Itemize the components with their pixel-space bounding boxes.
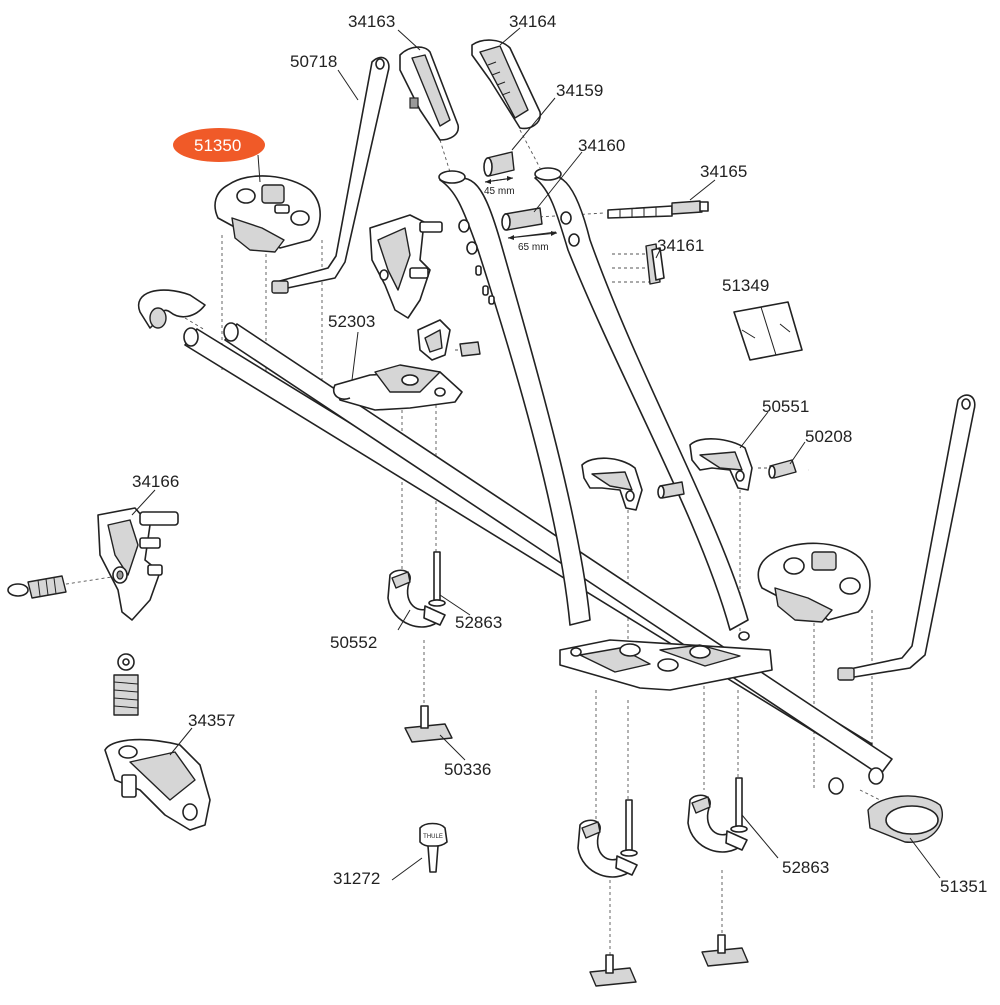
handle-34163	[399, 46, 460, 141]
sleeve-34159	[483, 151, 515, 183]
pin-left	[657, 481, 685, 499]
bolt-52863-top	[428, 551, 446, 607]
label-34159[interactable]: 34159	[556, 81, 603, 100]
bolt-52863-bottom-right	[730, 777, 748, 833]
label-50208[interactable]: 50208	[805, 427, 852, 446]
u-bracket-50552	[387, 569, 446, 628]
t-bolt-bottom-right	[701, 934, 749, 967]
label-34164[interactable]: 34164	[509, 12, 556, 31]
label-34163[interactable]: 34163	[348, 12, 395, 31]
label-52863-bottom[interactable]: 52863	[782, 858, 829, 877]
key-brand-text: THULE	[423, 834, 443, 840]
lock-cylinder-34166	[7, 575, 67, 599]
cradle-50551	[689, 438, 753, 491]
label-50336[interactable]: 50336	[444, 760, 491, 779]
label-51349[interactable]: 51349	[722, 276, 769, 295]
dimension-65mm: 65 mm	[518, 242, 549, 253]
handle-34164	[471, 39, 541, 130]
label-52863-top[interactable]: 52863	[455, 613, 502, 632]
t-bolt-50336	[404, 705, 453, 743]
t-bolt-bottom-left	[589, 954, 637, 987]
dimension-45mm: 45 mm	[484, 186, 515, 197]
label-51351[interactable]: 51351	[940, 877, 987, 896]
clip-34161	[645, 243, 665, 285]
leader-lines	[131, 27, 941, 881]
clamp-body-top	[369, 214, 443, 319]
bolt-34165	[607, 200, 709, 219]
label-50718[interactable]: 50718	[290, 52, 337, 71]
label-34160[interactable]: 34160	[578, 136, 625, 155]
label-31272[interactable]: 31272	[333, 869, 380, 888]
label-52303[interactable]: 52303	[328, 312, 375, 331]
base-bracket	[559, 631, 773, 691]
highlight-oval-51350	[173, 128, 265, 162]
sticker-51349	[733, 301, 803, 361]
part-labels: 34163 34164 50718 34159 51350 34160 3416…	[132, 12, 987, 896]
u-bracket-bottom-right	[687, 794, 748, 853]
bolt-52863-bottom-left	[620, 799, 638, 857]
wheel-holder-right	[757, 542, 871, 623]
label-50551[interactable]: 50551	[762, 397, 809, 416]
wheel-strap-right	[837, 394, 976, 681]
label-50552[interactable]: 50552	[330, 633, 377, 652]
u-bracket-bottom-left	[577, 819, 638, 878]
label-51350[interactable]: 51350	[194, 136, 241, 155]
label-34165[interactable]: 34165	[700, 162, 747, 181]
cradle-left	[581, 457, 643, 511]
label-34161[interactable]: 34161	[657, 236, 704, 255]
lock-spring-34357	[113, 653, 139, 716]
label-34357[interactable]: 34357	[188, 711, 235, 730]
side-mount-34166	[97, 507, 179, 621]
dimension-markers: 45 mm 65 mm	[484, 176, 558, 253]
lock-mount-34357	[104, 738, 211, 831]
pin-50208	[768, 459, 797, 479]
claw-small	[417, 319, 481, 361]
plate-52303	[332, 364, 463, 411]
key-31272: THULE	[419, 822, 448, 873]
upright-arm-left	[438, 170, 591, 626]
upright-arm-right	[534, 167, 749, 631]
label-34166[interactable]: 34166	[132, 472, 179, 491]
wheel-holder-51350	[214, 175, 321, 253]
wheel-strap-left	[271, 56, 390, 294]
